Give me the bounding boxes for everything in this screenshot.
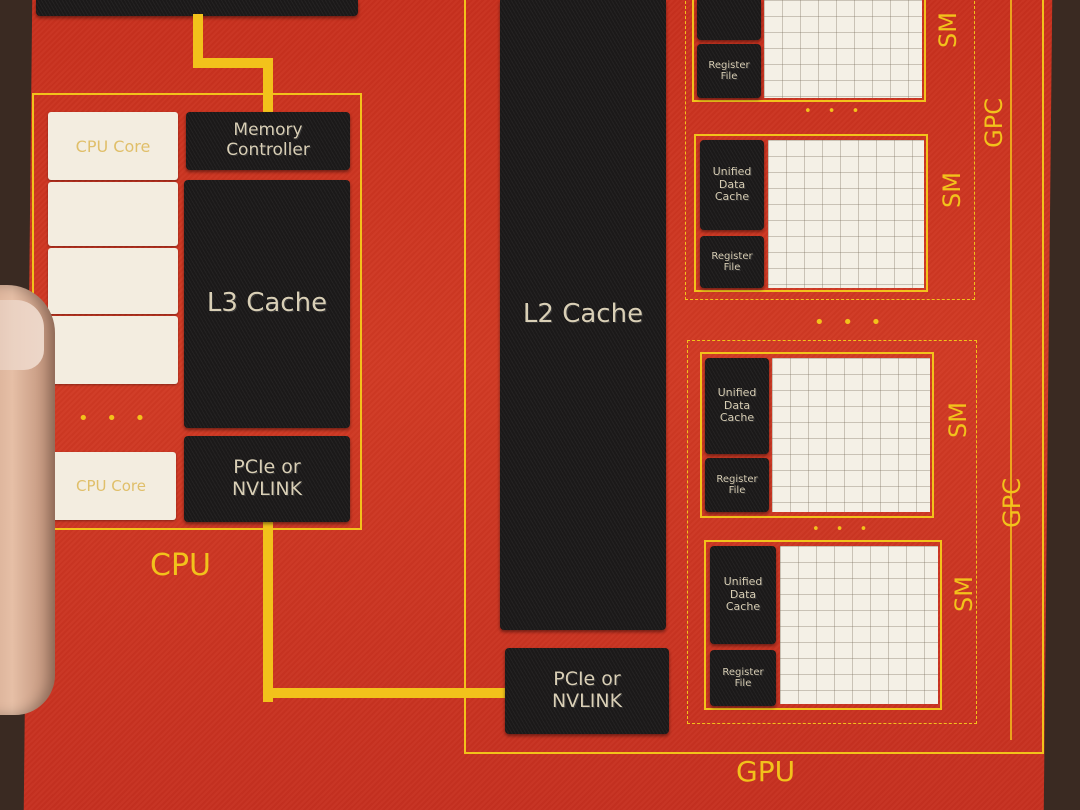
- sm-4-register-file: Register File: [710, 650, 776, 706]
- sm-3-label: SM: [944, 402, 972, 438]
- cpu-interconnect: PCIe or NVLINK: [184, 436, 350, 522]
- memory-controller: Memory Controller: [186, 112, 350, 170]
- cpu-core-top: CPU Core: [48, 112, 178, 180]
- sm-1-core-grid: [764, 0, 922, 98]
- gpu-interconnect: PCIe or NVLINK: [505, 648, 669, 734]
- l2-cache: L2 Cache: [500, 0, 666, 630]
- sm-ellipsis-1: • • •: [804, 104, 865, 119]
- gpc-ellipsis: • • •: [814, 312, 887, 333]
- sm-3-core-grid: [772, 358, 930, 512]
- sm-2-register-file: Register File: [700, 236, 764, 288]
- sm-2-core-grid: [768, 140, 924, 288]
- cpu-core-ellipsis: • • •: [78, 408, 151, 429]
- interconnect-trace-vertical: [263, 520, 273, 702]
- cpu-core-label: CPU Core: [76, 477, 146, 495]
- cpu-core-2: [48, 182, 178, 246]
- gpc-bus-line: [1010, 0, 1012, 740]
- fingernail: [0, 300, 44, 370]
- sm-1-register-file: Register File: [697, 44, 761, 98]
- sm-1-label: SM: [934, 12, 962, 48]
- sm-3-register-file: Register File: [705, 458, 769, 512]
- sm-1-cache: [697, 0, 761, 40]
- sm-4-core-grid: [780, 546, 938, 704]
- gpc-2-label: GPC: [998, 478, 1026, 528]
- cpu-core-3: [48, 248, 178, 314]
- sm-2-label: SM: [938, 172, 966, 208]
- l3-cache: L3 Cache: [184, 180, 350, 428]
- sm-2-unified-data-cache: Unified Data Cache: [700, 140, 764, 230]
- sm-4-unified-data-cache: Unified Data Cache: [710, 546, 776, 644]
- sm-3-unified-data-cache: Unified Data Cache: [705, 358, 769, 454]
- sm-ellipsis-2: • • •: [812, 522, 873, 537]
- cpu-core-label: CPU Core: [76, 137, 151, 156]
- gpu-label: GPU: [736, 755, 795, 788]
- sm-4-label: SM: [950, 576, 978, 612]
- cpu-core-4: [48, 316, 178, 384]
- cpu-label: CPU: [150, 548, 211, 583]
- gpc-1-label: GPC: [980, 98, 1008, 148]
- cpu-core-bottom: CPU Core: [46, 452, 176, 520]
- memory-trace-horizontal: [193, 58, 273, 68]
